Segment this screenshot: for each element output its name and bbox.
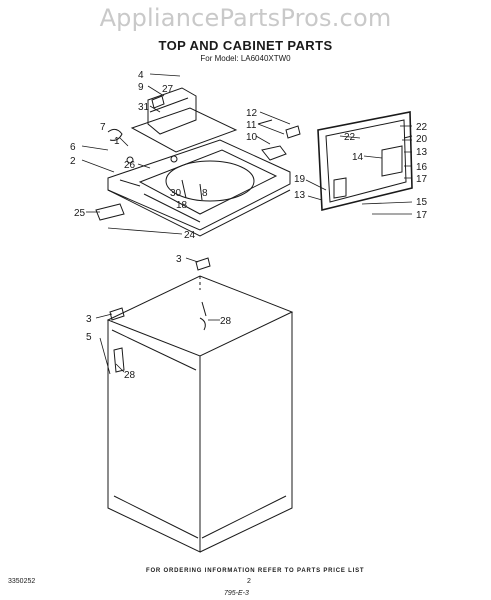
callout-label: 10	[246, 132, 258, 143]
callout-label: 13	[294, 190, 306, 201]
callout-label: 28	[220, 316, 232, 327]
washer-cabinet	[106, 275, 294, 553]
callout-label: 2	[70, 156, 76, 167]
ordering-note: FOR ORDERING INFORMATION REFER TO PARTS …	[146, 568, 365, 574]
callout-label: 26	[124, 160, 136, 171]
callout-label: 19	[294, 174, 306, 185]
washer-top-panel	[107, 139, 291, 237]
model-subtitle: For Model: LA6040XTW0	[200, 54, 291, 63]
hinge-parts	[257, 119, 301, 161]
page-number: 2	[247, 578, 251, 585]
callout-label: 16	[416, 162, 428, 173]
callout-label: 20	[416, 134, 428, 145]
callout-label: 12	[246, 108, 258, 119]
callout-label: 3	[176, 254, 182, 265]
callout-label: 1	[114, 136, 120, 147]
callout-label: 18	[176, 200, 188, 211]
callout-labels: 4 9 27 31 7 6 1 2 26 30 8 18 25 24 12 11…	[70, 70, 428, 381]
washer-lid	[317, 111, 413, 212]
callout-label: 22	[416, 122, 428, 133]
callout-label: 11	[246, 120, 257, 131]
handwritten-code: 795-E-3	[224, 590, 249, 597]
document-number: 3350252	[8, 578, 36, 585]
callout-label: 9	[138, 82, 144, 93]
callout-label: 27	[162, 84, 174, 95]
watermark: AppliancePartsPros.com	[99, 4, 392, 32]
callout-label: 14	[352, 152, 364, 163]
callout-label: 24	[184, 230, 196, 241]
callout-label: 13	[416, 147, 428, 158]
callout-label: 5	[86, 332, 92, 343]
page-title: TOP AND CABINET PARTS	[158, 38, 333, 53]
cabinet-hardware	[109, 257, 211, 373]
callout-label: 7	[100, 122, 106, 133]
callout-label: 31	[138, 102, 150, 113]
callout-label: 17	[416, 210, 428, 221]
callout-label: 15	[416, 197, 428, 208]
callout-label: 6	[70, 142, 76, 153]
callout-label: 17	[416, 174, 428, 185]
side-hardware	[95, 95, 203, 221]
callout-label: 4	[138, 70, 144, 81]
callout-label: 22	[344, 132, 356, 143]
callout-label: 25	[74, 208, 86, 219]
leader-lines	[81, 73, 413, 375]
callout-label: 30	[170, 188, 182, 199]
callout-label: 8	[202, 188, 208, 199]
callout-label: 3	[86, 314, 92, 325]
top-bracket-assembly	[130, 87, 238, 153]
callout-label: 28	[124, 370, 136, 381]
